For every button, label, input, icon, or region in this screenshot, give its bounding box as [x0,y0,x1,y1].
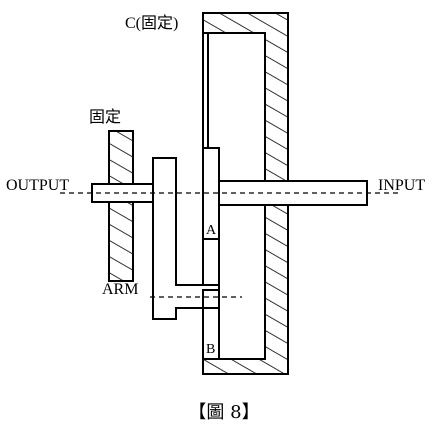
label-gear-b: B [206,342,215,357]
label-fixed-left: 固定 [89,108,121,126]
figure-caption: 【圖 8】 [188,402,259,423]
label-input: INPUT [378,177,425,194]
label-fixed-c: C(固定) [125,14,178,32]
ring-gear-inner [202,32,209,149]
planet-gear-link-lower [202,289,220,309]
label-arm: ARM [102,281,138,298]
fixed-left-block [108,130,134,282]
planet-gear-link [202,238,220,286]
label-output: OUTPUT [6,177,69,194]
label-gear-a: A [206,223,217,238]
